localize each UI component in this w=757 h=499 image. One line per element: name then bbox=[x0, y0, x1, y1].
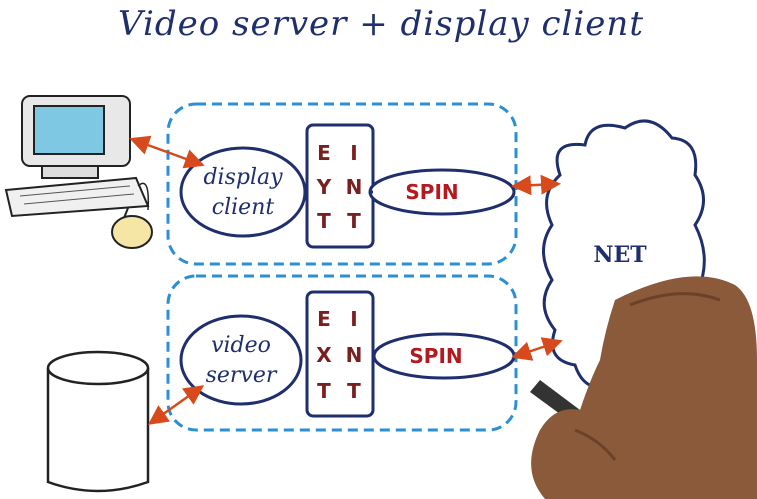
bottom-ext-t1: T bbox=[317, 379, 331, 403]
bottom-ext-i: I bbox=[350, 307, 357, 331]
top-ext-t1: T bbox=[317, 209, 331, 233]
computer-to-display-arrow bbox=[129, 135, 205, 169]
database-to-server-arrow bbox=[147, 385, 205, 425]
bottom-ext-e: E bbox=[317, 307, 331, 331]
computer-icon bbox=[4, 95, 150, 218]
diagram-title: Video server + display client bbox=[118, 4, 644, 44]
top-spin-to-net-arrow bbox=[511, 174, 561, 196]
top-ext-y: Y bbox=[316, 175, 332, 199]
bottom-spin-label: SPIN bbox=[409, 344, 462, 368]
display-client-label-line2: client bbox=[212, 195, 275, 220]
top-ext-n: N bbox=[346, 175, 363, 199]
top-ext-t2: T bbox=[347, 209, 361, 233]
video-server-node bbox=[179, 314, 303, 406]
top-ext-i: I bbox=[350, 141, 357, 165]
top-spin-label: SPIN bbox=[405, 180, 458, 204]
video-server-label-line2: server bbox=[206, 363, 278, 388]
net-label: NET bbox=[593, 242, 647, 268]
database-icon bbox=[46, 350, 150, 493]
bottom-ext-x: X bbox=[316, 343, 332, 367]
bottom-ext-t2: T bbox=[347, 379, 361, 403]
bottom-ext-n: N bbox=[346, 343, 363, 367]
top-ext-e: E bbox=[317, 141, 331, 165]
display-client-label-line1: display bbox=[203, 165, 283, 190]
video-server-label-line1: video bbox=[211, 333, 271, 358]
display-client-node bbox=[179, 146, 307, 238]
bottom-spin-to-net-arrow bbox=[511, 337, 563, 361]
hand-pen-icon bbox=[530, 276, 757, 499]
mouse-icon bbox=[111, 207, 153, 249]
